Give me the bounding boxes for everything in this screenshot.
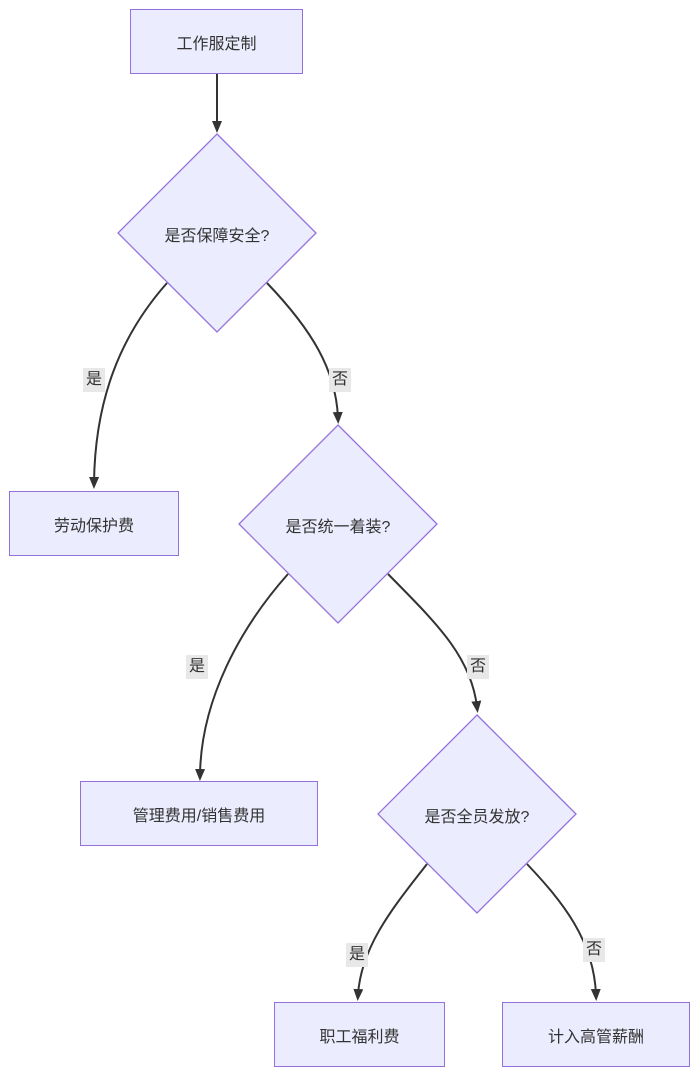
- edge-label-safety-no: 否: [328, 368, 352, 392]
- edge-uniform-no: [387, 573, 482, 713]
- node-labor-protection-fee: 劳动保护费: [9, 491, 179, 556]
- decision-all-staff-label: 是否全员发放?: [424, 809, 530, 826]
- decision-uniform-dress-label: 是否统一着装?: [285, 519, 391, 536]
- decision-uniform-dress-shape: [238, 424, 438, 624]
- edge-label-uniform-yes: 是: [185, 655, 209, 679]
- edge-allstaff-no: [526, 863, 601, 1001]
- edge-label-uniform-no: 否: [466, 655, 490, 679]
- node-employee-welfare-fee: 职工福利费: [274, 1002, 445, 1067]
- decision-all-staff-shape: [377, 714, 577, 914]
- node-executive-compensation: 计入高管薪酬: [502, 1002, 690, 1067]
- edge-safety-yes: [89, 282, 168, 489]
- edge-label-allstaff-yes: 是: [345, 943, 369, 967]
- node-work-uniform-custom: 工作服定制: [130, 9, 303, 74]
- decision-safety-shape: [117, 133, 317, 333]
- edge-allstaff-yes: [353, 863, 428, 1001]
- edge-uniform-yes: [195, 573, 289, 781]
- edge-label-allstaff-no: 否: [582, 938, 606, 962]
- decision-safety-label: 是否保障安全?: [164, 228, 270, 245]
- node-admin-sales-expense: 管理费用/销售费用: [80, 781, 318, 846]
- edge-label-safety-yes: 是: [82, 368, 106, 392]
- edge-safety-no: [266, 282, 343, 424]
